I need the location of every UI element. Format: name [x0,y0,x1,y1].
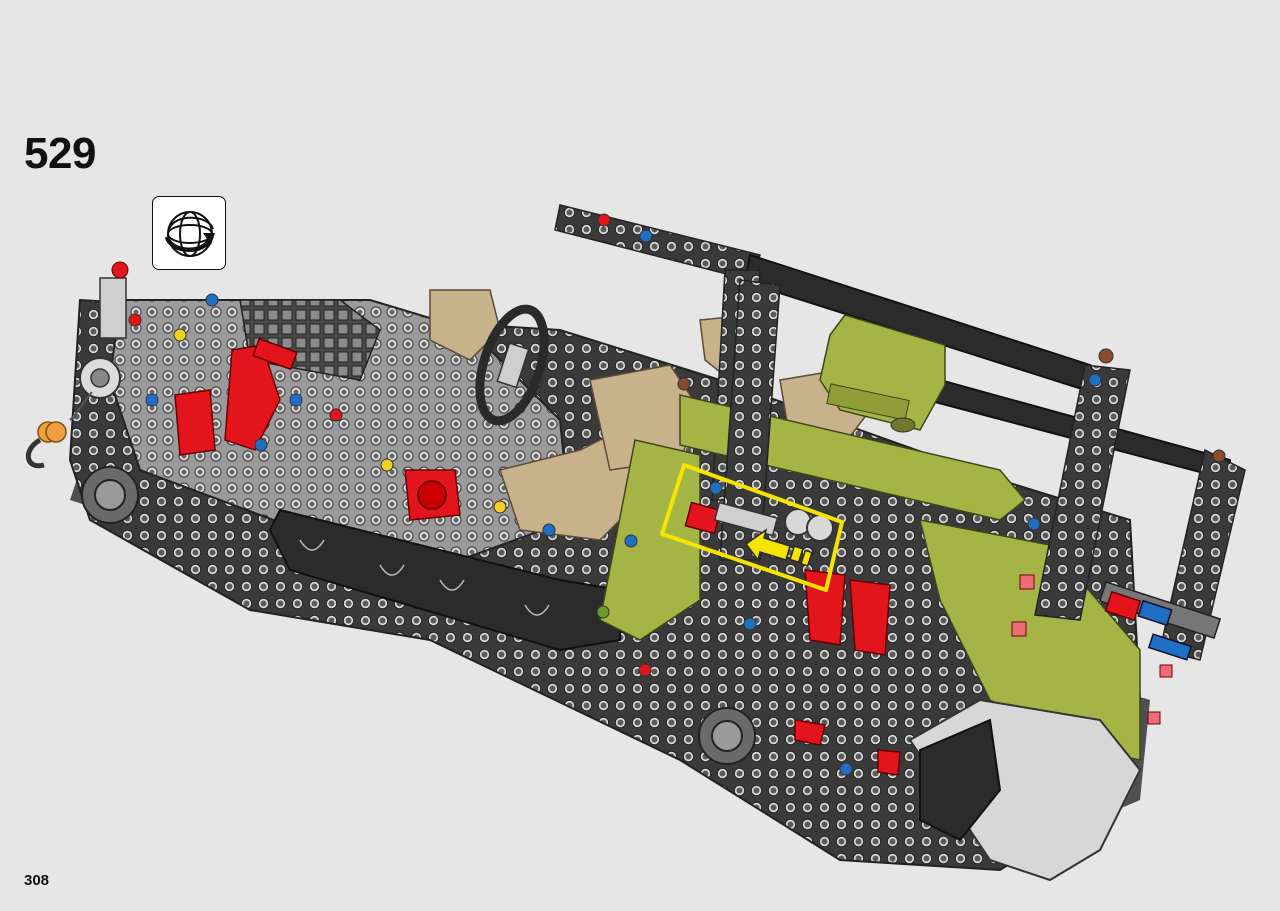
step-number: 529 [24,129,96,178]
push-arrow-icon [744,528,813,567]
callout-highlight [660,463,844,592]
vehicle-chassis [26,204,1246,882]
rotate-model-icon [164,211,215,257]
rotate-indicator [152,196,226,270]
page-number: 308 [24,872,50,889]
pin-markers [128,213,1226,776]
